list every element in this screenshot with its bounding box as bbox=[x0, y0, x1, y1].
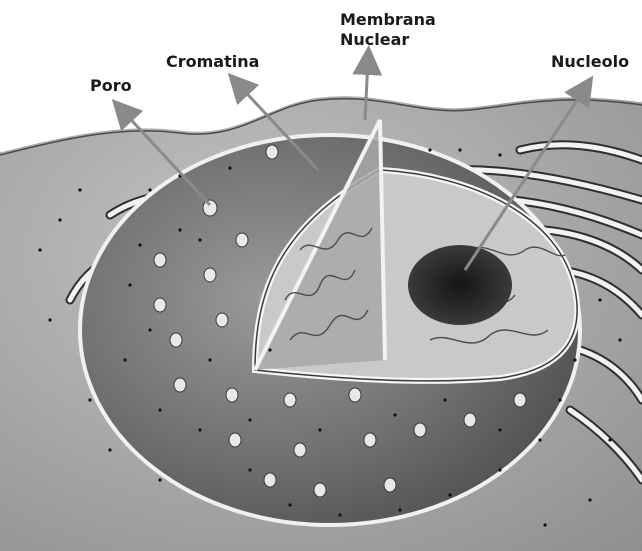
label-membrana-nuclear: Membrana Nuclear bbox=[340, 10, 436, 50]
label-nucleolo: Nucleolo bbox=[551, 52, 629, 72]
label-cromatina: Cromatina bbox=[166, 52, 259, 72]
label-poro: Poro bbox=[90, 76, 132, 96]
nucleolus bbox=[408, 245, 512, 325]
label-membrana-line2: Nuclear bbox=[340, 30, 436, 50]
label-membrana-line1: Membrana bbox=[340, 10, 436, 30]
